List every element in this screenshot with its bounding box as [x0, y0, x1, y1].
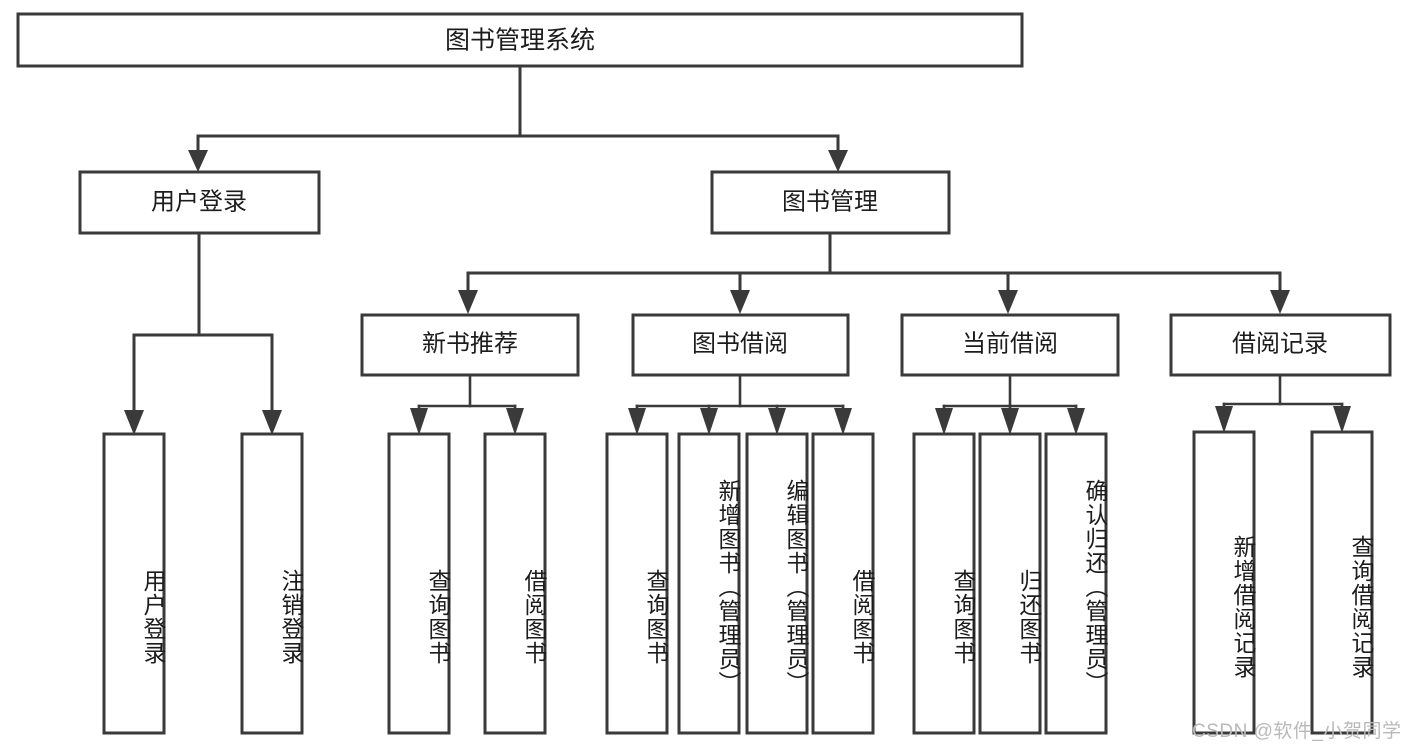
- leaf-box-book-borrow-4[interactable]: [811, 432, 875, 735]
- arrow-head-leaf-book-borrow-4: [834, 408, 852, 435]
- leaf-box-borrow-record-1[interactable]: [1192, 430, 1256, 735]
- node-book-borrow-label: 图书借阅: [692, 330, 788, 357]
- leaf-box-book-borrow-1[interactable]: [605, 432, 669, 735]
- node-user-login-label: 用户登录: [151, 188, 247, 215]
- arrow-head-leaf-current-borrow-3: [1067, 408, 1085, 435]
- arrow-head-new-book-recommend: [458, 290, 478, 314]
- leaf-box-new-book-1[interactable]: [387, 432, 451, 735]
- node-new-book-recommend[interactable]: [360, 313, 580, 377]
- arrow-head-leaf-new-book-2: [506, 408, 524, 435]
- node-book-management-label: 图书管理: [782, 188, 878, 215]
- node-root-system-label: 图书管理系统: [445, 27, 595, 55]
- leaf-box-user-login-1[interactable]: [102, 432, 166, 735]
- arrow-head-leaf-book-borrow-2: [700, 408, 718, 435]
- leaf-box-current-borrow-1[interactable]: [912, 432, 976, 735]
- node-book-borrow[interactable]: [631, 313, 850, 377]
- leaf-box-current-borrow-2[interactable]: [978, 432, 1042, 735]
- csdn-watermark: CSDN @软件_小贺同学: [1192, 721, 1402, 742]
- arrow-head-user-login: [188, 150, 208, 172]
- arrow-head-book-mgmt: [828, 150, 848, 172]
- node-book-management[interactable]: [710, 170, 951, 235]
- leaf-box-new-book-2[interactable]: [483, 432, 547, 735]
- node-new-book-recommend-label: 新书推荐: [422, 330, 518, 357]
- node-borrow-record-label: 借阅记录: [1232, 330, 1328, 357]
- node-current-borrow-label: 当前借阅: [962, 330, 1058, 357]
- leaf-box-current-borrow-3[interactable]: [1044, 432, 1108, 735]
- leaf-box-book-borrow-2[interactable]: [677, 432, 741, 735]
- node-borrow-record[interactable]: [1169, 313, 1392, 377]
- arrow-head-leaf-user-login-2: [262, 410, 282, 435]
- leaf-box-book-borrow-3[interactable]: [745, 432, 809, 735]
- arrow-head-current-borrow: [998, 290, 1018, 314]
- leaf-box-borrow-record-2[interactable]: [1310, 430, 1374, 735]
- arrow-head-leaf-user-login-1: [124, 410, 144, 435]
- leaf-box-user-login-2[interactable]: [240, 432, 304, 735]
- arrow-head-borrow-record: [1270, 290, 1290, 314]
- arrow-head-leaf-book-borrow-1: [628, 408, 646, 435]
- arrow-head-leaf-current-borrow-1: [935, 408, 953, 435]
- arrow-head-leaf-borrow-record-1: [1215, 406, 1233, 433]
- arrow-head-leaf-new-book-1: [410, 408, 428, 435]
- arrow-head-leaf-book-borrow-3: [768, 408, 786, 435]
- node-root-system[interactable]: [16, 12, 1024, 68]
- arrow-head-leaf-current-borrow-2: [1001, 408, 1019, 435]
- node-current-borrow[interactable]: [900, 313, 1120, 377]
- arrow-head-leaf-borrow-record-2: [1333, 406, 1351, 433]
- arrow-head-book-borrow: [730, 290, 750, 314]
